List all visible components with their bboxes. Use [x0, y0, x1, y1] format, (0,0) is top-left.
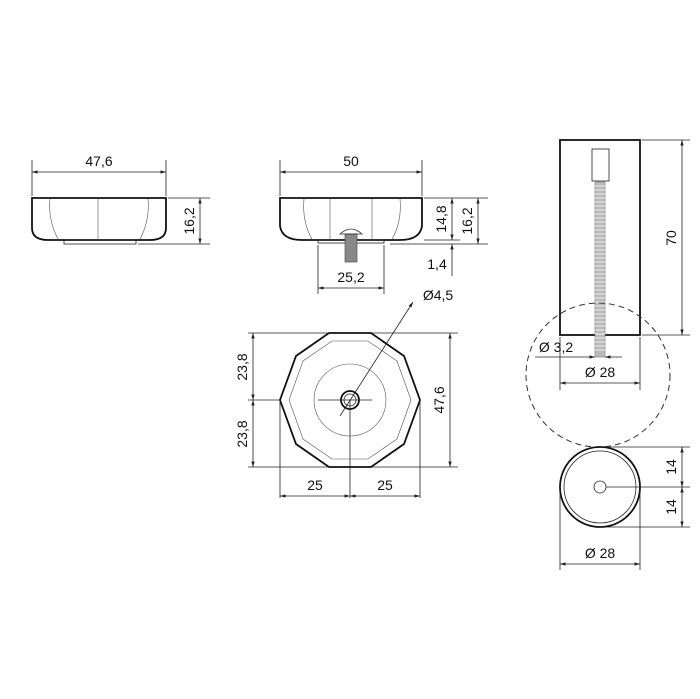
dim-half-height-top-label: 23,8 [234, 353, 250, 380]
end-view: 14 14 Ø 28 [559, 446, 690, 570]
dim-body-height-label: 14,8 [433, 205, 449, 232]
dim-radius-top-label: 14 [663, 459, 679, 475]
dim-base-width-label: 25,2 [337, 269, 364, 285]
dim-width-label: 50 [343, 153, 359, 169]
dim-rod-diameter-label: Ø 3,2 [539, 339, 573, 355]
top-view: Ø4,5 23,8 23,8 47,6 25 25 [234, 287, 458, 498]
dim-half-height-bottom-label: 23,8 [234, 420, 250, 447]
dim-half-width-right-label: 25 [377, 477, 393, 493]
front-view-small: 47,6 16,2 [31, 153, 210, 245]
drain-stem [344, 233, 358, 263]
dim-height-label: 16,2 [181, 207, 197, 234]
dim-drain-diameter-label: Ø4,5 [423, 287, 454, 303]
dim-height-label: 47,6 [431, 386, 447, 413]
front-view-large: 50 14,8 16,2 1,4 25,2 [279, 153, 488, 294]
dim-total-height-label: 16,2 [459, 207, 475, 234]
dim-half-width-left-label: 25 [307, 477, 323, 493]
dim-diameter-label: Ø 28 [585, 545, 616, 561]
dim-radius-bottom-label: 14 [663, 499, 679, 515]
dim-width-label: 47,6 [85, 153, 112, 169]
dim-base-height-label: 1,4 [427, 256, 447, 272]
dim-length-label: 70 [663, 230, 679, 246]
dim-diameter-label: Ø 28 [585, 364, 616, 380]
side-detail-view: 70 Ø 3,2 Ø 28 [525, 139, 690, 448]
